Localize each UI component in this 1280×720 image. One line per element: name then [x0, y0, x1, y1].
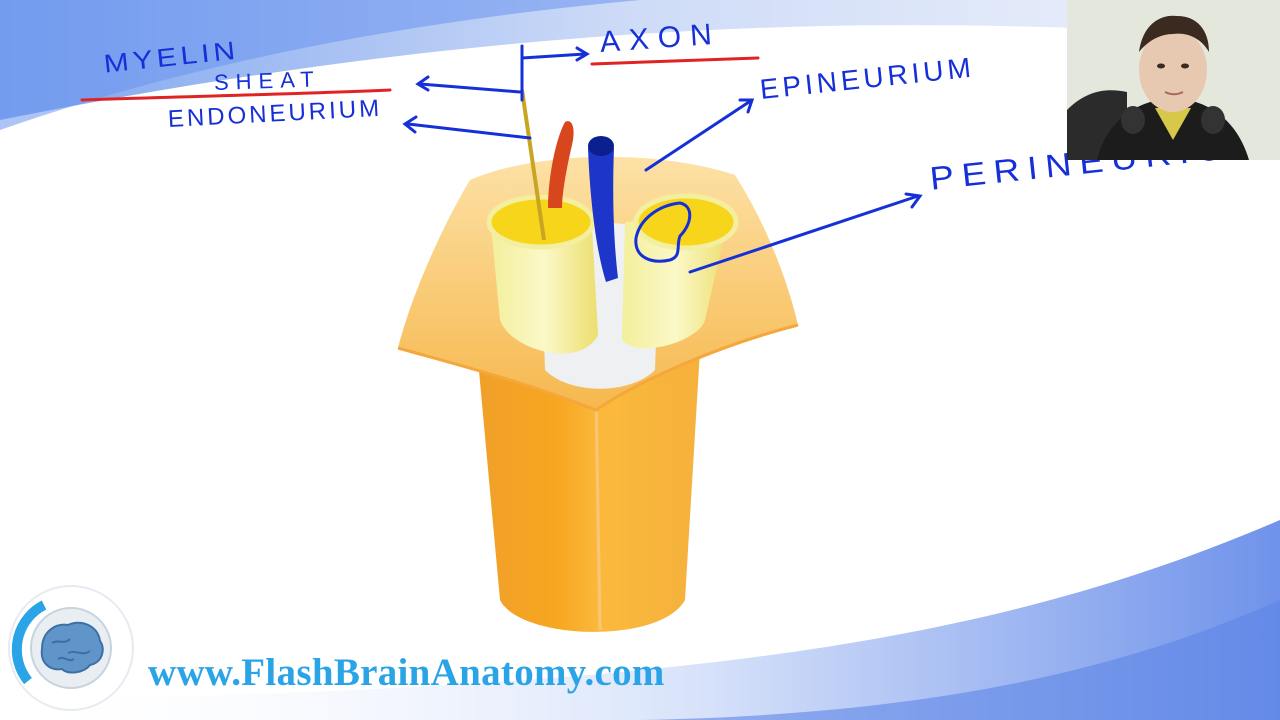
brain-logo-icon	[8, 585, 134, 711]
perineurium-outline	[634, 201, 692, 263]
presenter-webcam	[1067, 0, 1280, 160]
artery	[548, 121, 574, 208]
axon-fiber	[520, 89, 546, 241]
label-myelin-line2: SHEAT	[213, 66, 322, 95]
epineurium-cylinder	[478, 350, 700, 632]
presenter-figure	[1067, 0, 1280, 160]
axon-underline	[590, 56, 760, 66]
vein	[588, 136, 618, 282]
myelin-underline	[80, 88, 392, 102]
fascicle-right	[622, 193, 739, 349]
footer-url-link[interactable]: www.FlashBrainAnatomy.com	[148, 651, 665, 694]
